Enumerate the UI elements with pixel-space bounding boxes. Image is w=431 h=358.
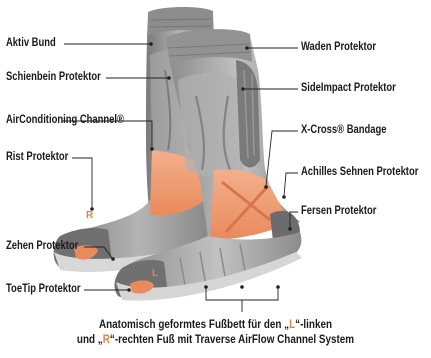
caption-r-mark: R — [103, 334, 110, 346]
caption-line-1: Anatomisch geformtes Fußbett für den „L“… — [30, 318, 401, 332]
label-achilles-sehnen-protektor: Achilles Sehnen Protektor — [301, 166, 418, 179]
caption-line-2-start: und „ — [77, 334, 103, 346]
label-zehen-protektor: Zehen Protektor — [6, 240, 78, 253]
sock-mark-l: L — [152, 268, 158, 279]
caption-line-2-end: “-rechten Fuß mit Traverse AirFlow Chann… — [110, 334, 354, 346]
caption-line-1-start: Anatomisch geformtes Fußbett für den „ — [99, 319, 289, 331]
label-fersen-protektor: Fersen Protektor — [301, 205, 376, 218]
label-schienbein-protektor: Schienbein Protektor — [6, 71, 101, 84]
label-rist-protektor: Rist Protektor — [6, 151, 68, 164]
label-toetip-protektor: ToeTip Protektor — [6, 283, 81, 296]
label-waden-protektor: Waden Protektor — [301, 41, 376, 54]
sock-mark-r: R — [86, 210, 94, 221]
caption-line-2: und „R“-rechten Fuß mit Traverse AirFlow… — [30, 333, 401, 347]
label-sideimpact-protektor: SideImpact Protektor — [301, 82, 396, 95]
caption-line-1-end: “-linken — [295, 319, 332, 331]
label-airconditioning-channel: AirConditioning Channel® — [6, 114, 124, 127]
right-sock — [115, 29, 302, 301]
right-shin-panel — [178, 73, 246, 177]
label-aktiv-bund: Aktiv Bund — [6, 37, 56, 50]
label-xcross-bandage: X-Cross® Bandage — [301, 124, 387, 137]
